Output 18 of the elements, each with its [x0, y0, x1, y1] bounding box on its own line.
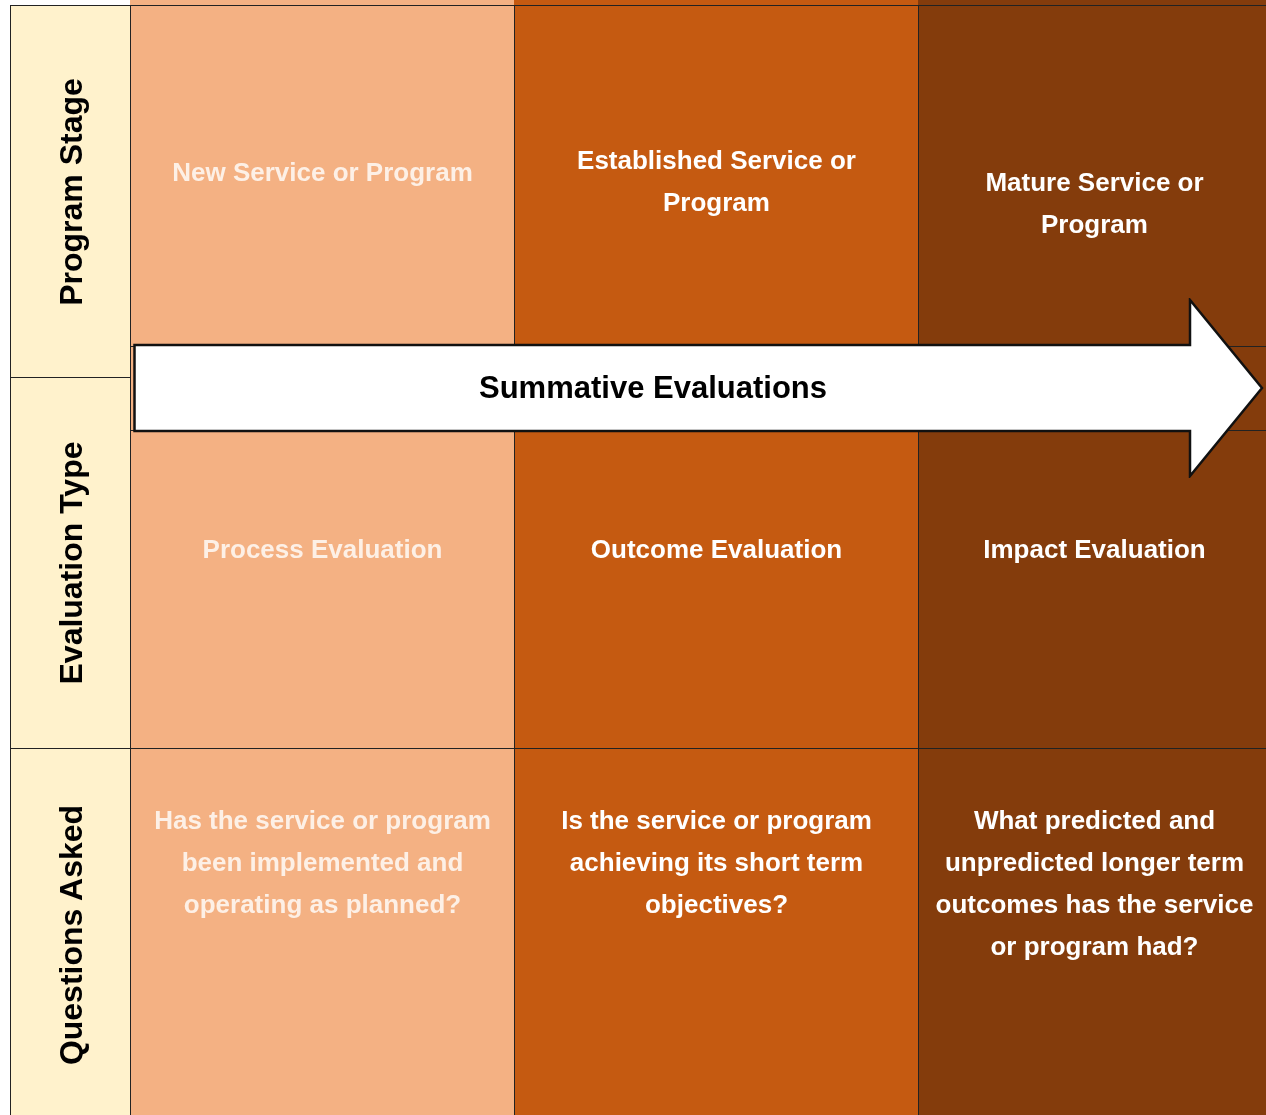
- row-header-cell: [10, 377, 131, 749]
- cell-text: Mature Service or Program: [984, 166, 1205, 241]
- cell-text: Established Service or Program: [576, 144, 857, 219]
- row-header-cell: [10, 5, 131, 378]
- cell-text: Has the service or program been implemented and operating as planned?: [153, 804, 492, 921]
- cell-text: New Service or Program: [171, 156, 474, 189]
- cell-text: Is the service or program achieving its short term objectives?: [560, 804, 873, 921]
- table-cell: [130, 5, 515, 347]
- cell-text: Process Evaluation: [201, 533, 444, 566]
- cell-text: What predicted and unpredicted longer term outcomes has the service or program had?: [934, 804, 1255, 963]
- row-header-text: Program Stage: [52, 77, 89, 306]
- row-header-cell: [10, 748, 131, 1115]
- cell-text: Outcome Evaluation: [589, 533, 844, 566]
- table-cell: [918, 5, 1266, 347]
- cell-text: Impact Evaluation: [982, 533, 1207, 566]
- row-header-text: Evaluation Type: [52, 441, 89, 685]
- arrow-label: Summative Evaluations: [479, 370, 827, 406]
- row-header-text: Questions Asked: [52, 804, 89, 1065]
